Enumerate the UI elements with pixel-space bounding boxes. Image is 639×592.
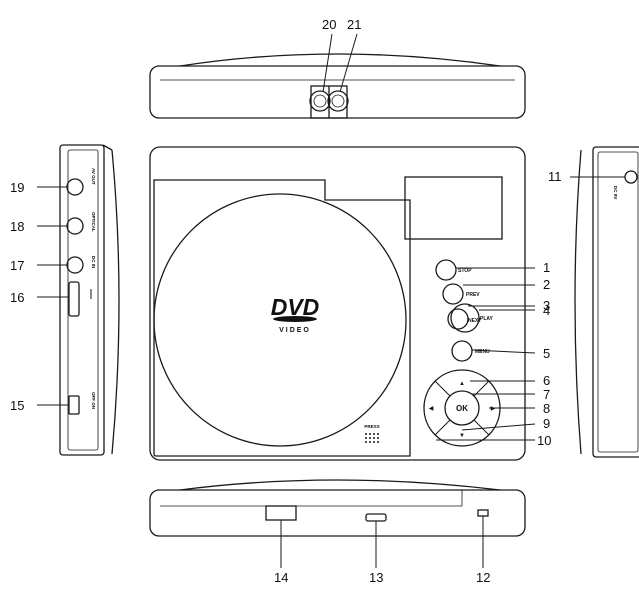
prev-label: PREV <box>466 292 480 298</box>
optical-label: OPTICAL <box>91 212 96 232</box>
ok-button[interactable] <box>444 390 480 426</box>
play-button[interactable] <box>450 303 480 333</box>
dvd-logo-text: DVD <box>271 294 320 320</box>
callout-8: 8 <box>543 401 550 416</box>
dvd-logo: DVD VIDEO <box>271 294 320 334</box>
callout-4: 4 <box>543 303 550 318</box>
press-label: PRESS <box>364 424 379 429</box>
callout-3: 3 <box>543 298 550 313</box>
right-arrow-icon: ▶ <box>491 406 496 412</box>
stop-button[interactable] <box>435 259 457 281</box>
av-out-label: AV OUT <box>91 168 96 185</box>
left-arrow-icon: ◀ <box>429 406 434 412</box>
next-button[interactable] <box>447 308 469 330</box>
callout-2: 2 <box>543 277 550 292</box>
dc-label: DC IN <box>91 256 96 268</box>
callout-16: 16 <box>10 290 24 305</box>
video-logo-text: VIDEO <box>279 327 311 334</box>
callout-14: 14 <box>274 570 288 585</box>
callout-10: 10 <box>537 433 551 448</box>
bottom-view <box>149 479 526 568</box>
menu-label: MENU <box>475 349 490 355</box>
stop-label: STOP <box>458 268 472 274</box>
callout-12: 12 <box>476 570 490 585</box>
callout-20: 20 <box>322 17 336 32</box>
dc-in-label: DC 9V <box>613 186 618 199</box>
next-label: NEXT <box>468 318 481 324</box>
menu-button[interactable] <box>451 340 473 362</box>
callout-7: 7 <box>543 387 550 402</box>
callout-15: 15 <box>10 398 24 413</box>
front-view <box>149 146 536 461</box>
play-label: PLAY <box>480 316 494 322</box>
callout-9: 9 <box>543 416 550 431</box>
callout-17: 17 <box>10 258 24 273</box>
power-switch-label: OFF ON <box>91 392 96 409</box>
callout-1: 1 <box>543 260 550 275</box>
callout-13: 13 <box>369 570 383 585</box>
press-grille <box>365 433 379 443</box>
callout-11: 11 <box>548 169 562 184</box>
callout-6: 6 <box>543 373 550 388</box>
callout-5: 5 <box>543 346 550 361</box>
callout-18: 18 <box>10 219 24 234</box>
up-arrow-icon: ▲ <box>459 381 465 387</box>
prev-button[interactable] <box>442 283 464 305</box>
left-side-view <box>37 144 120 456</box>
down-arrow-icon: ▼ <box>459 433 465 439</box>
right-side-view <box>570 146 639 458</box>
callout-19: 19 <box>10 180 24 195</box>
top-view <box>149 33 526 119</box>
callout-21: 21 <box>347 17 361 32</box>
ok-label: OK <box>456 404 468 413</box>
